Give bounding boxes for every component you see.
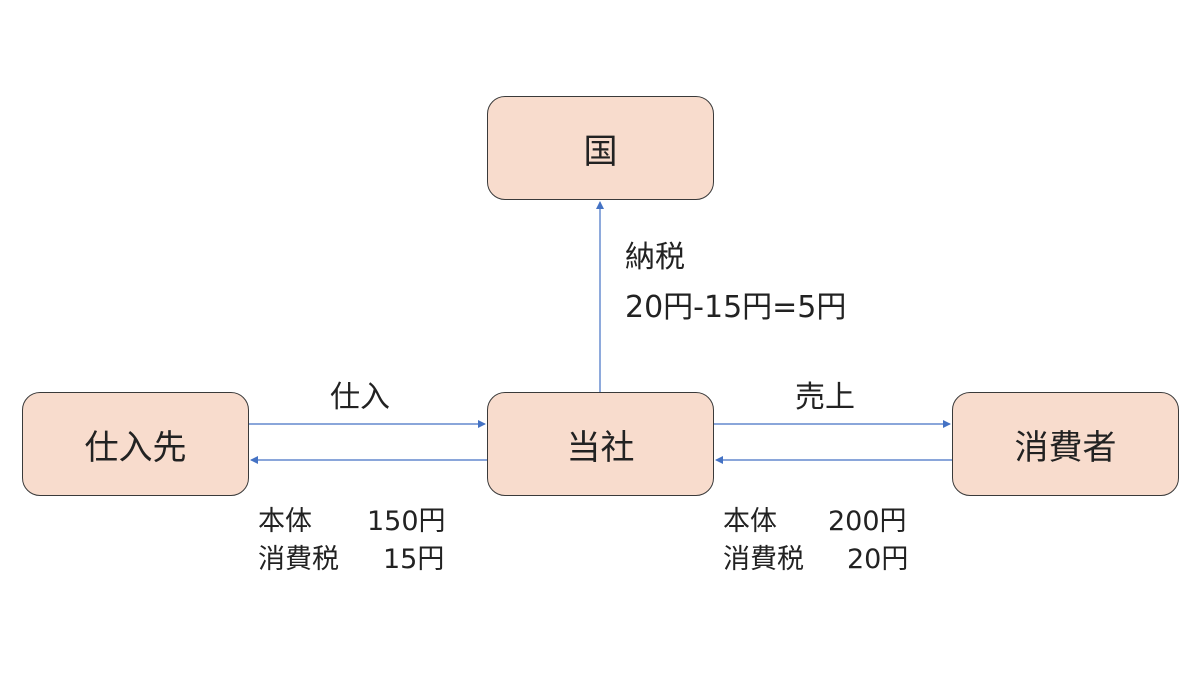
uriage-tax-label: 消費税 xyxy=(723,544,804,575)
uriage-honttai-amount: 200円 xyxy=(828,506,907,537)
node-shohisha: 消費者 xyxy=(952,392,1179,496)
shiire-tax-label: 消費税 xyxy=(258,544,339,575)
node-toosha-label: 当社 xyxy=(566,427,635,468)
node-kuni-label: 国 xyxy=(583,131,618,172)
edge-shiire-label: 仕入 xyxy=(330,380,390,415)
edge-nozei-title: 納税 xyxy=(625,240,685,275)
node-kuni: 国 xyxy=(487,96,714,200)
edge-uriage-label: 売上 xyxy=(795,380,855,415)
node-shiiresaki: 仕入先 xyxy=(22,392,249,496)
shiire-honttai-amount: 150円 xyxy=(367,506,446,537)
shiire-tax-amount: 15円 xyxy=(383,544,445,575)
shiire-honttai-label: 本体 xyxy=(258,506,312,537)
node-shiiresaki-label: 仕入先 xyxy=(84,427,187,468)
node-toosha: 当社 xyxy=(487,392,714,496)
uriage-tax-amount: 20円 xyxy=(847,544,909,575)
edge-nozei-calc: 20円-15円=5円 xyxy=(625,290,847,325)
uriage-honttai-label: 本体 xyxy=(723,506,777,537)
node-shohisha-label: 消費者 xyxy=(1014,427,1117,468)
